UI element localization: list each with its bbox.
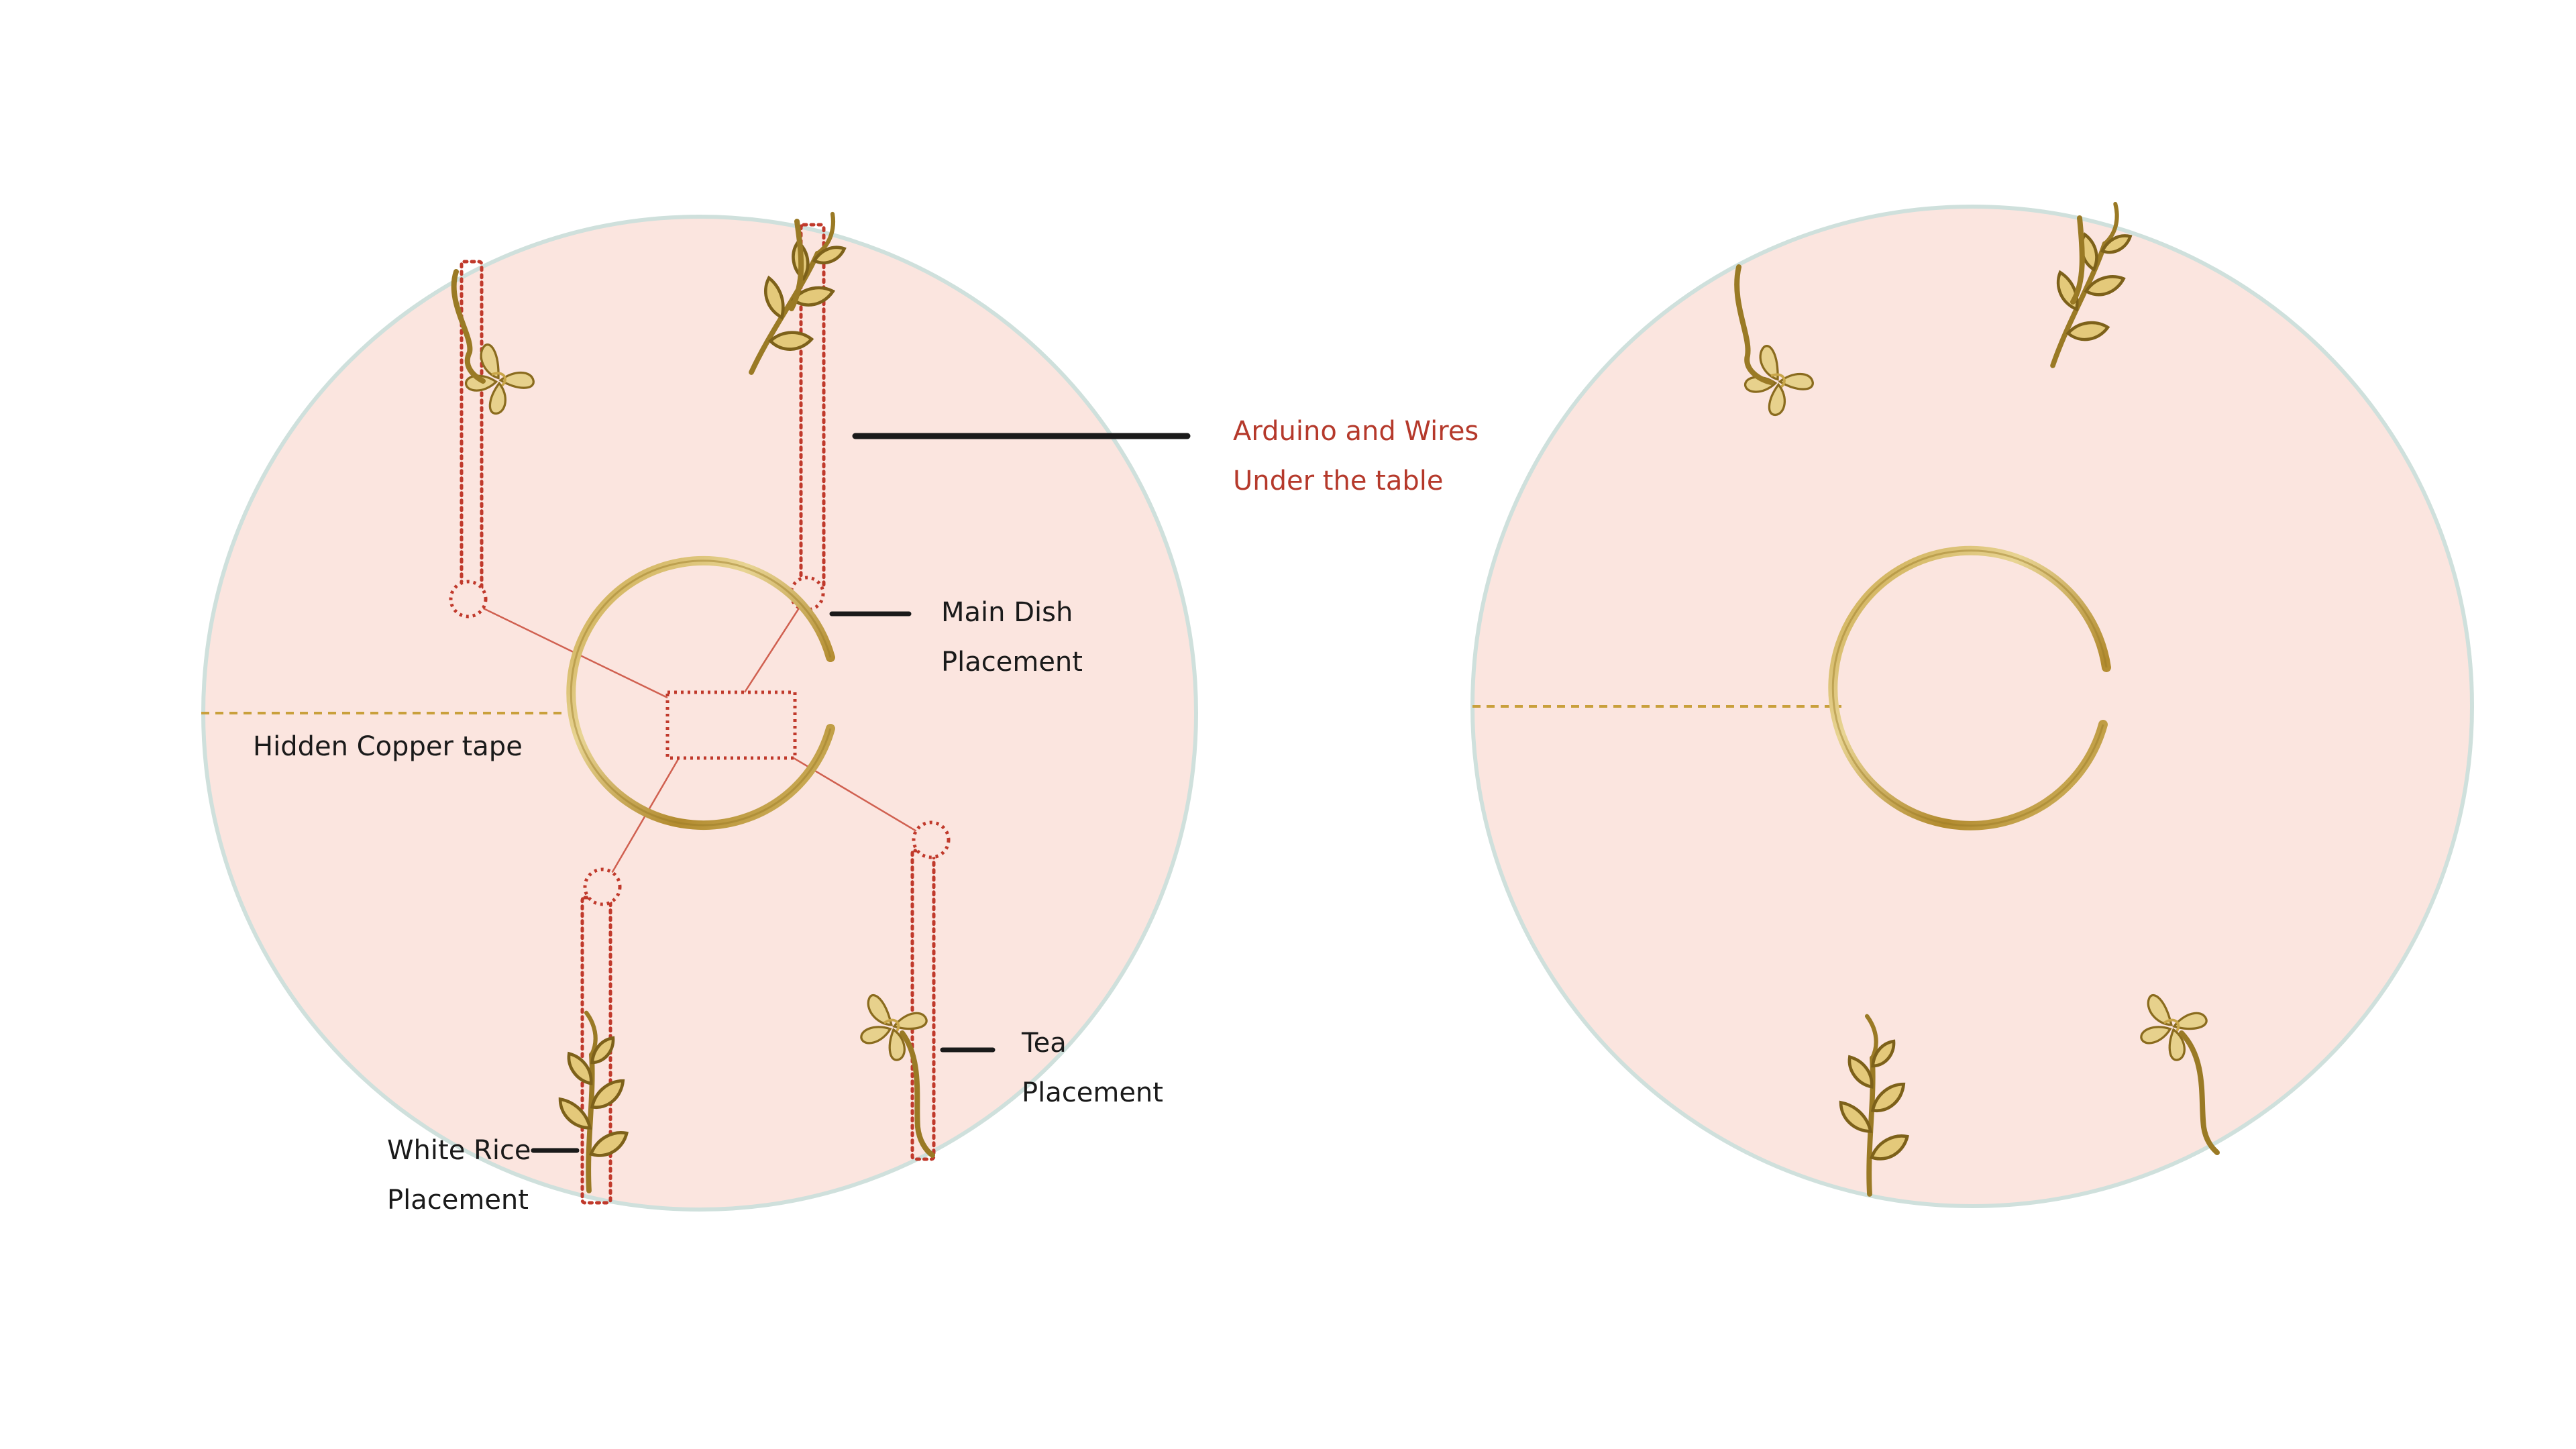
main-dish-label-line2: Placement	[941, 647, 1083, 678]
left-table-top	[201, 215, 1198, 1212]
rice-label-line2: Placement	[387, 1185, 529, 1216]
copper-tape-label: Hidden Copper tape	[253, 731, 523, 762]
tea-label-line1: Tea	[1021, 1028, 1067, 1059]
arduino-label-line2: Under the table	[1233, 466, 1443, 496]
arduino-label-line1: Arduino and Wires	[1233, 416, 1479, 447]
labels: Arduino and Wires Under the table Main D…	[253, 416, 1479, 1216]
arduino-box-icon	[665, 690, 797, 760]
plate-ring-icon	[566, 556, 835, 830]
plate-ring-icon	[1828, 545, 2111, 830]
wire-connections	[468, 593, 932, 888]
sensor-pad-icon	[583, 867, 622, 906]
sensor-pads	[449, 576, 951, 906]
rice-label-line1: White Rice	[387, 1135, 531, 1166]
right-table-top	[1470, 205, 2474, 1208]
left-table	[201, 202, 1198, 1212]
right-table	[1470, 195, 2474, 1208]
sensor-pad-icon	[912, 820, 951, 859]
sensor-pad-icon	[449, 580, 488, 619]
main-dish-label-line1: Main Dish	[941, 597, 1073, 628]
tea-label-line2: Placement	[1022, 1077, 1163, 1108]
callout-lines	[531, 433, 1191, 1153]
